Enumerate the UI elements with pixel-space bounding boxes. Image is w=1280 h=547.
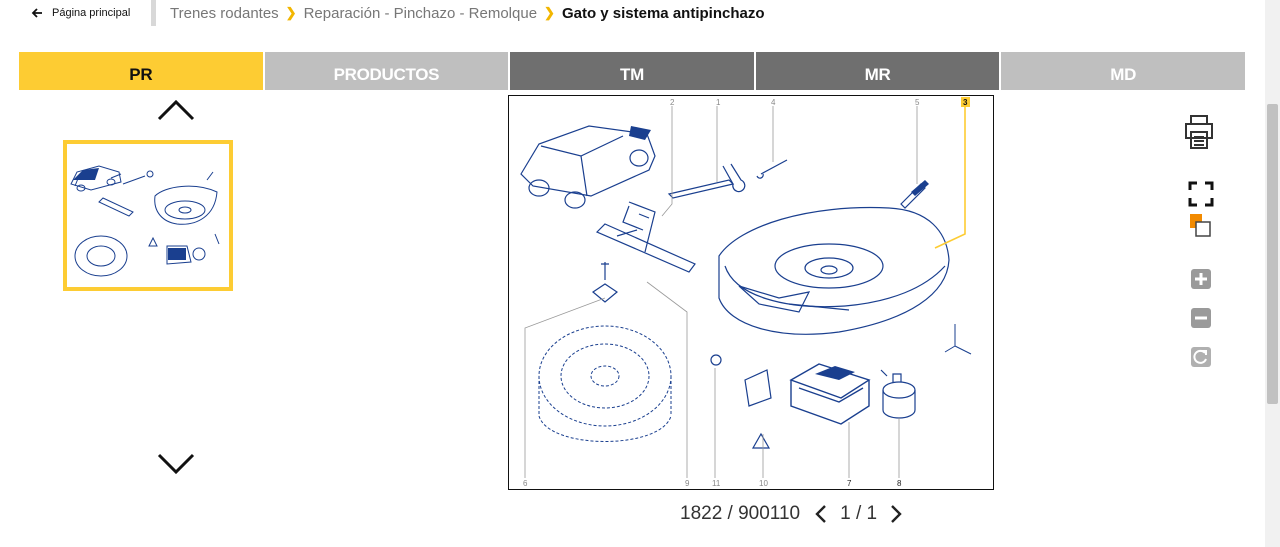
breadcrumb-current: Gato y sistema antipinchazo — [561, 4, 765, 22]
bolt — [756, 159, 788, 179]
page-indicator: 1 / 1 — [840, 503, 878, 524]
leader-lines — [524, 106, 918, 478]
callout-7[interactable]: 7 — [847, 479, 852, 488]
callout-8[interactable]: 8 — [897, 479, 902, 488]
breadcrumb-chevron-icon: ❯ — [285, 5, 297, 20]
chevron-down-icon[interactable] — [157, 452, 195, 476]
zoom-in-icon[interactable] — [1190, 268, 1212, 290]
previous-page-button[interactable] — [810, 501, 832, 527]
car-illustration — [520, 125, 656, 209]
breadcrumb-item-trenes[interactable]: Trenes rodantes — [170, 4, 279, 22]
callout-4[interactable]: 4 — [771, 98, 776, 107]
clip — [710, 354, 722, 366]
compressor — [789, 363, 871, 425]
chevron-left-icon — [815, 505, 826, 523]
tab-mr[interactable]: MR — [755, 52, 1000, 90]
callout-2[interactable]: 2 — [670, 98, 675, 107]
breadcrumb-chevron-icon: ❯ — [544, 5, 555, 20]
diagram-reference: 1822 / 900110 — [680, 503, 801, 524]
sealant-bottle — [880, 369, 916, 419]
breadcrumb-item-reparacion[interactable]: Reparación - Pinchazo - Remolque — [303, 4, 538, 22]
overlay-icon[interactable] — [1188, 212, 1214, 240]
thumbnail-image — [70, 165, 220, 277]
callout-1[interactable]: 1 — [716, 98, 721, 107]
tab-productos[interactable]: PRODUCTOS — [264, 52, 509, 90]
print-icon[interactable] — [1183, 114, 1215, 150]
tab-tm[interactable]: TM — [510, 52, 754, 90]
fullscreen-icon[interactable] — [1188, 181, 1214, 207]
wheel-brace — [667, 163, 746, 199]
scrollbar-thumb[interactable] — [1267, 104, 1278, 404]
spare-wheel-tray — [718, 206, 950, 335]
main-diagram[interactable]: 1 2 4 5 6 7 8 9 10 11 3 — [508, 95, 994, 490]
tab-bar: PR PRODUCTOS TM MR MD — [19, 52, 1245, 90]
warning-triangle — [744, 369, 772, 449]
thumbnail-diagram[interactable] — [63, 140, 233, 291]
reset-icon[interactable] — [1190, 346, 1212, 368]
breadcrumb-separator — [151, 0, 156, 26]
pager: 1822 / 900110 1 / 1 — [680, 501, 907, 527]
breadcrumb: Trenes rodantes ❯ Reparación - Pinchazo … — [170, 2, 765, 24]
back-to-home-link[interactable]: Página principal — [30, 2, 130, 24]
next-page-button[interactable] — [885, 501, 907, 527]
callout-3-highlight — [961, 97, 970, 107]
highlight-leader-line — [934, 106, 966, 249]
jack-and-spare-diagram: 1 2 4 5 6 7 8 9 10 11 3 — [520, 97, 972, 488]
jack — [595, 201, 696, 273]
tab-md[interactable]: MD — [1001, 52, 1245, 90]
callout-10[interactable]: 10 — [759, 479, 768, 488]
callout-5[interactable]: 5 — [915, 98, 920, 107]
chevron-up-icon[interactable] — [157, 98, 195, 122]
spare-wheel — [538, 325, 672, 442]
callout-6[interactable]: 6 — [523, 479, 528, 488]
back-arrow-icon — [31, 8, 42, 18]
callout-3[interactable]: 3 — [963, 98, 968, 107]
callout-9[interactable]: 9 — [685, 479, 690, 488]
back-label: Página principal — [52, 7, 131, 19]
tab-pr[interactable]: PR — [19, 52, 263, 90]
callout-11[interactable]: 11 — [712, 479, 721, 488]
axis-marker — [944, 324, 972, 355]
zoom-out-icon[interactable] — [1190, 307, 1212, 329]
chevron-right-icon — [891, 505, 902, 523]
nut — [591, 262, 619, 303]
